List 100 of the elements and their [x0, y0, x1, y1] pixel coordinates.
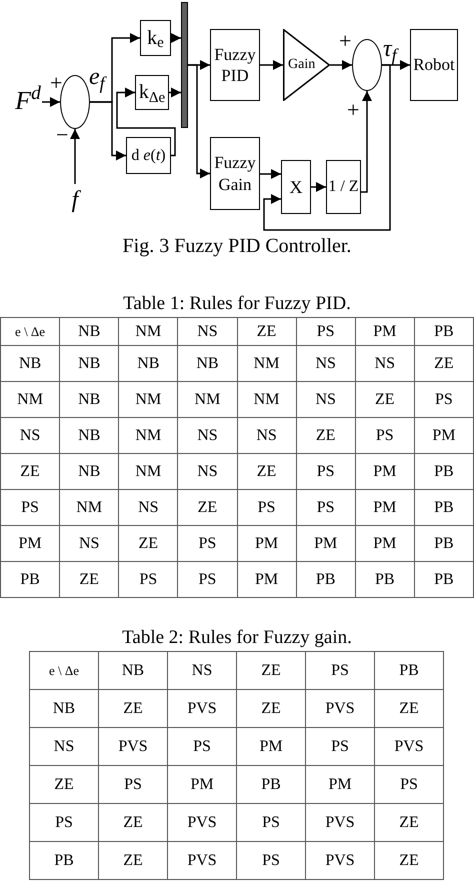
summing-junction	[352, 39, 382, 91]
table-cell: NM	[118, 382, 178, 418]
table-cell: PS	[118, 562, 178, 598]
table-cell: NM	[118, 454, 178, 490]
table-cell: NS	[178, 318, 237, 346]
table-cell: NS	[118, 490, 178, 526]
process-box	[410, 29, 458, 101]
table-cell: PM	[414, 418, 474, 454]
table-cell: PB	[30, 842, 98, 880]
table-cell: PB	[355, 562, 414, 598]
table-cell: NS	[355, 346, 414, 382]
block-label: Fuzzy PID	[213, 44, 257, 86]
table-cell: NS	[296, 382, 356, 418]
block-label: k$_{e}$	[147, 26, 164, 50]
delay-box	[326, 160, 361, 214]
arrow	[42, 97, 60, 107]
arrow	[171, 33, 181, 43]
process-box	[210, 137, 260, 210]
table-cell: NB	[30, 690, 98, 728]
table-cell: NS	[168, 652, 236, 690]
table-cell: NB	[60, 382, 119, 418]
table-cell: ZE	[60, 562, 119, 598]
table-cell: NB	[178, 346, 237, 382]
table-cell: PM	[355, 454, 414, 490]
sign-label: +	[339, 30, 352, 52]
arrow	[311, 182, 326, 192]
block-label: Robot	[413, 54, 455, 76]
table-cell: PVS	[168, 804, 236, 842]
table-cell: PM	[355, 526, 414, 562]
table-cell: ZE	[414, 346, 474, 382]
arrow	[90, 101, 126, 160]
table-cell: PVS	[306, 690, 374, 728]
table-cell: e \ Δe	[30, 652, 98, 690]
table-cell: NS	[296, 346, 356, 382]
table-cell: PM	[237, 526, 296, 562]
table-cell: PB	[414, 454, 474, 490]
table-cell: PS	[236, 804, 306, 842]
table-cell: PB	[414, 490, 474, 526]
sign-label: +	[347, 99, 360, 121]
arrow	[330, 60, 352, 70]
table-cell: ZE	[98, 842, 168, 880]
table-cell: PVS	[306, 842, 374, 880]
arrow	[116, 88, 176, 156]
table-cell: PS	[374, 766, 444, 804]
table-cell: PS	[178, 562, 237, 598]
table-cell: ZE	[178, 490, 237, 526]
table-cell: PS	[414, 382, 474, 418]
table-cell: PS	[178, 526, 237, 562]
sign-label: +	[50, 72, 62, 94]
table-cell: ZE	[0, 454, 60, 490]
block-label: d e(t)	[131, 146, 166, 166]
table-cell: ZE	[98, 804, 168, 842]
block-label: k$_{Δe}$	[138, 80, 166, 105]
table-cell: PVS	[168, 842, 236, 880]
table-cell: PS	[296, 318, 356, 346]
table-cell: PB	[414, 562, 474, 598]
table-cell: NM	[60, 490, 119, 526]
table-cell: ZE	[237, 454, 296, 490]
derivative-box	[126, 137, 171, 174]
table-cell: NM	[118, 318, 178, 346]
table-cell: PS	[0, 490, 60, 526]
gain-box	[140, 20, 171, 56]
table-cell: NM	[237, 346, 296, 382]
process-box	[210, 29, 260, 101]
table-cell: ZE	[355, 382, 414, 418]
table-cell: NM	[0, 382, 60, 418]
block-label: 1 / Z	[328, 177, 359, 197]
table-cell: NB	[60, 454, 119, 490]
summing-junction	[60, 75, 90, 129]
table-cell: NB	[98, 652, 168, 690]
block-label: Gain	[288, 56, 316, 74]
table-cell: PB	[296, 562, 356, 598]
arrow	[188, 64, 210, 178]
table-cell: PS	[237, 490, 296, 526]
table-cell: PM	[0, 526, 60, 562]
arrow	[70, 129, 80, 184]
arrow	[263, 64, 391, 231]
table-cell: NB	[60, 418, 119, 454]
table-cell: ZE	[374, 804, 444, 842]
table-cell: PS	[296, 454, 356, 490]
table-cell: ZE	[237, 318, 296, 346]
table-cell: PM	[355, 318, 414, 346]
table-title: Table 2: Rules for Fuzzy gain.	[121, 626, 353, 650]
table-cell: PB	[236, 766, 306, 804]
arrow	[260, 60, 283, 70]
table-cell: ZE	[296, 418, 356, 454]
table-cell: PVS	[306, 804, 374, 842]
table-cell: NB	[60, 318, 119, 346]
table-cell: PS	[306, 728, 374, 766]
block-label: X	[290, 176, 302, 198]
table-cell: PM	[306, 766, 374, 804]
table-cell: NS	[0, 418, 60, 454]
table-cell: NB	[60, 346, 119, 382]
table-cell: PM	[168, 766, 236, 804]
table-cell: PVS	[374, 728, 444, 766]
table-cell: NB	[0, 346, 60, 382]
signal-label: F$^{d}$	[15, 84, 41, 117]
table-cell: PM	[355, 490, 414, 526]
table-cell: PM	[236, 728, 306, 766]
sign-label: −	[56, 124, 68, 146]
